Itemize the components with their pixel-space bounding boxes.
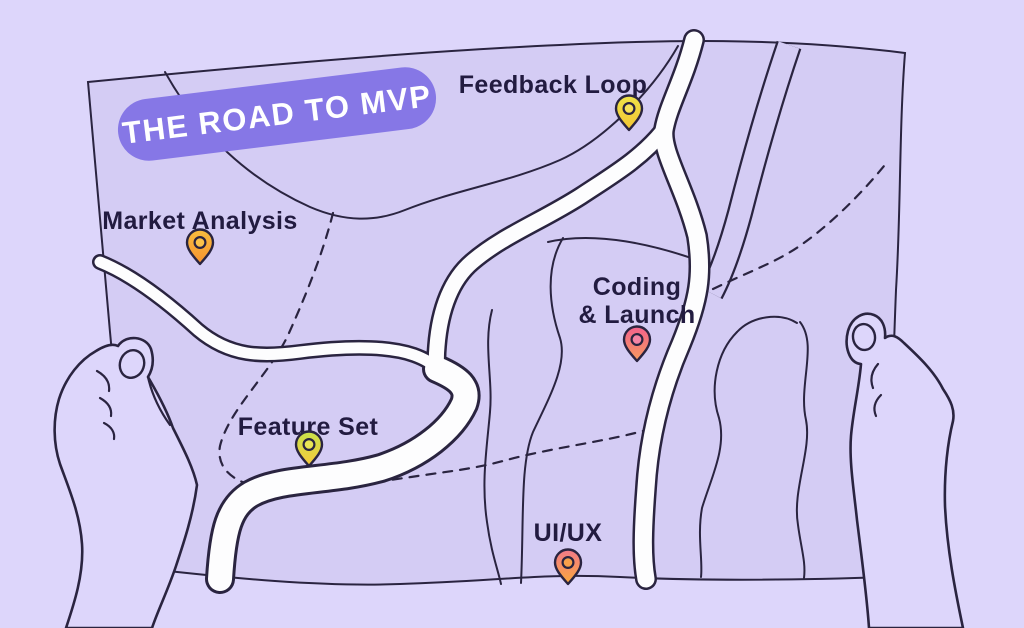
left-thumbnail: [118, 348, 146, 380]
river-west: [94, 256, 443, 375]
label-ui-ux: UI/UX: [534, 519, 603, 547]
pin-dot: [193, 236, 207, 250]
left-knuckle-crease-3: [102, 421, 116, 441]
right-hand: [845, 312, 965, 628]
right-knuckle-crease-2: [873, 393, 883, 418]
left-hand: [53, 336, 199, 628]
pin-market-analysis: [185, 228, 215, 266]
pin-dot: [630, 333, 644, 347]
map-boundary-lines: [164, 45, 809, 585]
map-pins: [185, 94, 652, 586]
label-feedback-loop: Feedback Loop: [459, 71, 648, 99]
left-knuckle-crease-2: [98, 396, 113, 418]
pin-dot: [622, 102, 636, 116]
boundary-curve-long: [164, 45, 679, 220]
road-surface: [701, 41, 800, 299]
pin-dot: [302, 438, 316, 452]
pin-feedback-loop: [614, 94, 644, 132]
label-launch: & Launch: [578, 301, 695, 329]
right-hand-silhouette: [845, 312, 965, 628]
rivers: [92, 29, 711, 594]
dashed-trail-right: [711, 164, 886, 291]
pin-coding-launch: [622, 325, 652, 363]
stage-labels: Market Analysis Feedback Loop Coding & L…: [102, 71, 695, 547]
terrain-blob-right: [795, 321, 809, 579]
river-south: [208, 357, 478, 591]
coding-pocket-outer-line: [483, 309, 502, 585]
left-knuckle-crease-1: [95, 369, 111, 393]
title-pill: [117, 67, 437, 161]
pin-dot: [561, 556, 575, 570]
terrain-blob-left: [698, 331, 738, 578]
river-branch: [428, 122, 672, 377]
left-thumb-inner-line: [146, 375, 172, 427]
pin-feature-set: [294, 430, 324, 468]
label-coding: Coding: [593, 273, 681, 301]
terrain-blob-top: [736, 315, 798, 333]
right-knuckle-crease-1: [870, 362, 880, 390]
right-thumbnail: [851, 322, 877, 352]
coding-pocket-left-line: [520, 237, 564, 584]
pin-ui-ux: [553, 548, 583, 586]
road: [699, 40, 802, 300]
